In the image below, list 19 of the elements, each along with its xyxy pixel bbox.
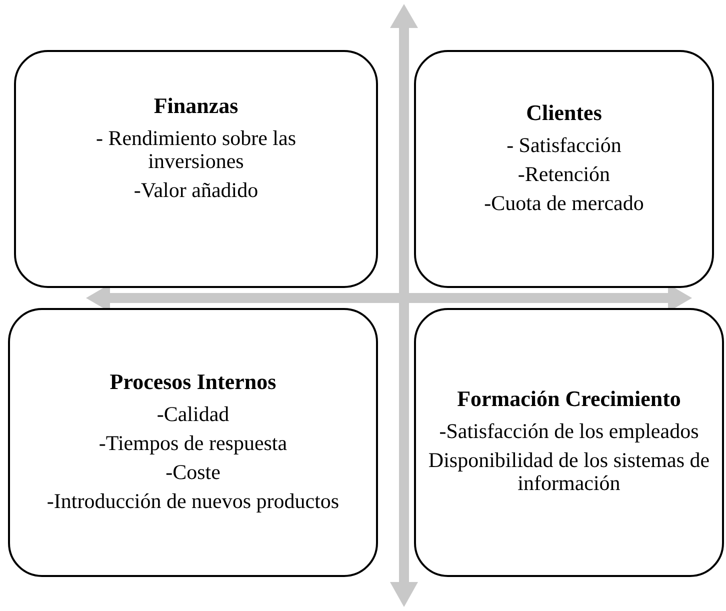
list-item: -Tiempos de respuesta: [98, 432, 288, 454]
rounded-box: [414, 50, 714, 288]
list-item: -Coste: [166, 460, 220, 484]
list-item: -Satisfacción de los empleados: [439, 420, 699, 443]
box-heading: Clientes: [526, 100, 602, 124]
rounded-box: [8, 308, 378, 577]
rounded-box: [14, 50, 378, 288]
box-heading: Formación Crecimiento: [457, 387, 681, 411]
list-item: -Calidad: [156, 402, 230, 426]
list-item: -Valor añadido: [134, 178, 258, 202]
rounded-box: [414, 308, 724, 577]
box-heading: Finanzas: [154, 94, 238, 118]
list-item: - Satisfacción: [506, 134, 622, 156]
list-item: -Cuota de mercado: [484, 192, 644, 214]
list-item: -Introducción de nuevos productos: [46, 490, 340, 512]
box-heading: Procesos Internos: [110, 370, 276, 394]
list-item: -Retención: [518, 162, 610, 186]
list-item: Disponibilidad de los sistemas de información: [427, 449, 711, 495]
list-item: - Rendimiento sobre las inversiones: [94, 126, 298, 172]
